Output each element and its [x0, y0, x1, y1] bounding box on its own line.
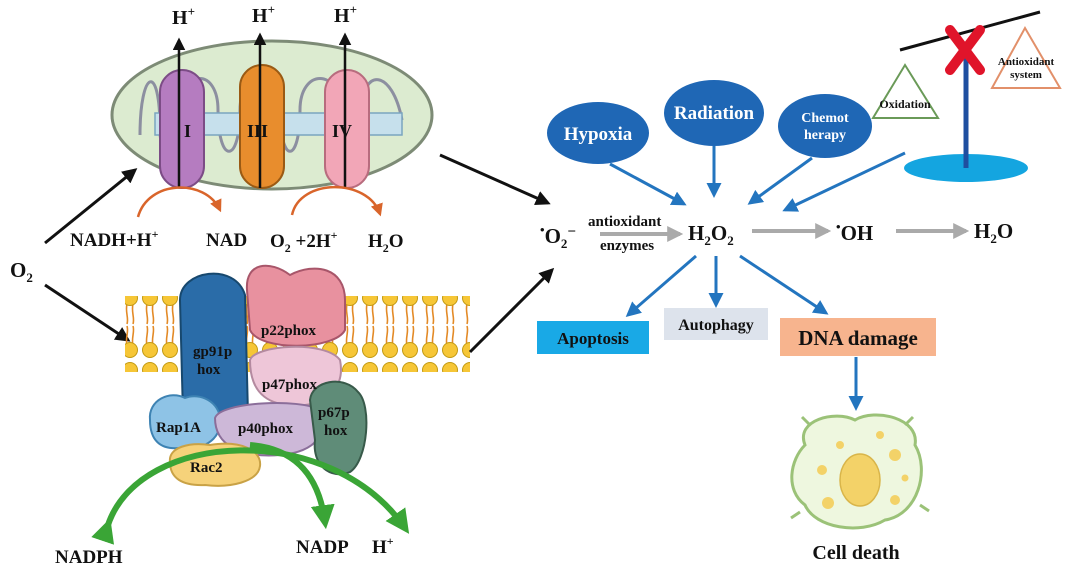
antioxidant-enzymes-label-2: enzymes: [600, 238, 654, 254]
proton-label-1: H+: [172, 4, 195, 29]
nox-proton-label: H+: [372, 534, 394, 558]
proton-label-2: H+: [252, 2, 275, 27]
complex-IV-label: IV: [332, 121, 352, 141]
arrow-to-dna-damage: [739, 254, 829, 315]
proton-label-3: H+: [334, 2, 357, 27]
mitochondrion: H+ H+ H+ I III IV NADH+H+ NAD O2 +2H+ H2…: [70, 2, 434, 255]
antioxidant-triangle: [990, 25, 1062, 89]
nadph-label: NADPH: [55, 547, 123, 568]
p22phox-label: p22phox: [261, 323, 317, 339]
outcomes: Apoptosis Autophagy DNA damage: [537, 254, 936, 411]
water-label-mito: H2O: [368, 231, 404, 255]
arrow-hypoxia: [609, 162, 687, 206]
arrow-chemotherapy: [747, 156, 813, 205]
chemotherapy-ellipse: [778, 94, 872, 158]
oxidation-label: Oxidation: [879, 97, 931, 111]
dying-cell-icon: [790, 413, 930, 530]
nadh-label: NADH+H+: [70, 227, 159, 251]
nad-label: NAD: [206, 230, 247, 251]
radiation-label: Radiation: [674, 103, 755, 124]
p47phox-label: p47phox: [262, 377, 318, 393]
arrow-imbalance: [782, 151, 906, 212]
ros-chain: •O2− antioxidant enzymes H2O2 •OH H2O: [540, 214, 1013, 254]
autophagy-box: [664, 308, 768, 340]
cell-death-label: Cell death: [812, 542, 899, 564]
complex-I-shape: [159, 69, 205, 189]
antioxidant-enzymes-label-1: antioxidant: [588, 214, 661, 230]
p40phox-label: p40phox: [238, 421, 294, 437]
complex-III-shape: [239, 64, 285, 189]
hydrogen-peroxide-label: H2O2: [688, 221, 734, 248]
arrow-o2-to-nox: [44, 283, 131, 342]
p22phox-shape: [245, 264, 346, 347]
water-orange-arrow: [290, 185, 383, 217]
apoptosis-label: Apoptosis: [557, 329, 629, 348]
nadp-label: NADP: [296, 537, 349, 558]
arrow-nox-to-superoxide: [468, 267, 555, 354]
apoptosis-box: [537, 321, 649, 354]
arrow-o2-to-mito: [44, 168, 138, 245]
hypoxia-ellipse: [547, 102, 649, 164]
green-electron-arrow: [91, 447, 410, 545]
complex-III-label: III: [247, 121, 268, 141]
hypoxia-label: Hypoxia: [564, 124, 633, 145]
complex-I-label: I: [184, 121, 191, 141]
oxidation-triangle: [871, 63, 940, 119]
autophagy-label: Autophagy: [678, 317, 754, 334]
dna-damage-label: DNA damage: [798, 326, 918, 350]
green-nadp-arrow: [249, 442, 335, 530]
superoxide-label: •O2−: [540, 222, 576, 251]
arrow-mito-to-superoxide: [439, 153, 551, 205]
rap1a-label: Rap1A: [156, 420, 201, 436]
rac2-label: Rac2: [190, 460, 223, 476]
dna-damage-box: [780, 318, 936, 356]
water-label: H2O: [974, 219, 1013, 246]
radiation-ellipse: [664, 80, 764, 146]
oxygen-proton-label: O2 +2H+: [270, 228, 338, 255]
red-x-icon: [945, 25, 985, 75]
hydroxyl-radical-label: •OH: [836, 219, 873, 245]
oxygen-source-label: O2: [10, 258, 33, 285]
arrow-to-apoptosis: [625, 254, 697, 317]
nadh-orange-arrow: [136, 186, 222, 218]
scale-beam: [899, 10, 1041, 52]
